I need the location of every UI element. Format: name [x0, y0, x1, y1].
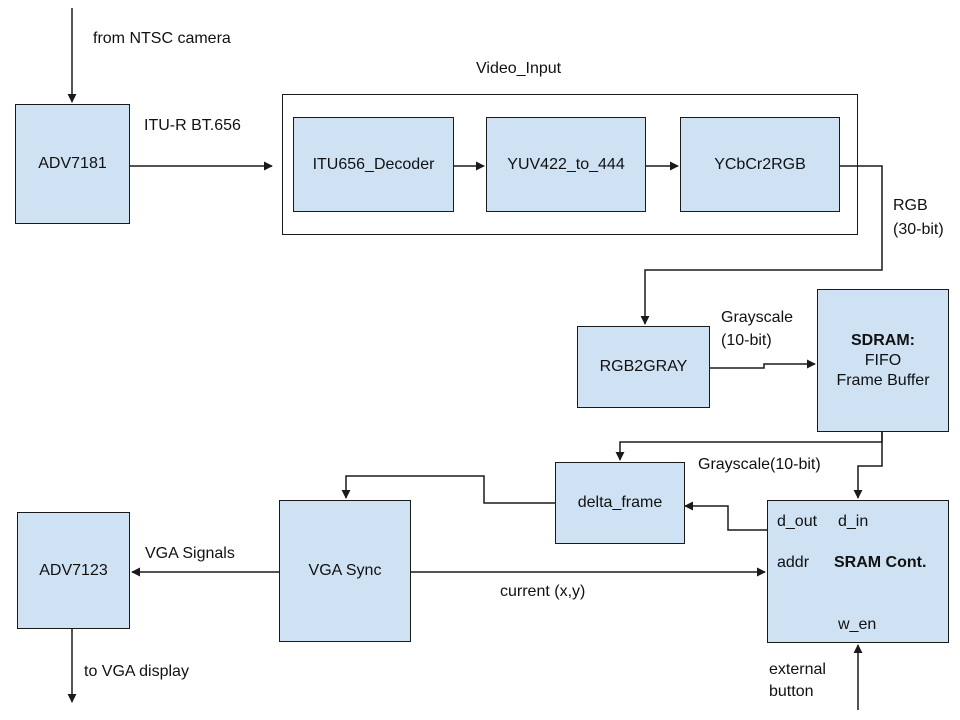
sram-addr-port: addr [777, 554, 810, 571]
sram-d-out-port: d_out [777, 513, 818, 530]
itu656-decoder-block: ITU656_Decoder [293, 117, 454, 212]
rgb2gray-block: RGB2GRAY [577, 326, 710, 408]
button-label: button [769, 683, 814, 700]
rgb2gray-to-sdram-arrow [710, 359, 816, 369]
sdram-to-sram-din-arrow [853, 432, 883, 499]
yuv422-to-444-block: YUV422_to_444 [486, 117, 646, 212]
grayscale-sdram-out-label: Grayscale(10-bit) [698, 456, 821, 473]
ycbcr2rgb-block: YCbCr2RGB [680, 117, 840, 212]
vga-sync-label: VGA Sync [308, 562, 382, 579]
rgb-label: RGB [893, 197, 928, 214]
delta-frame-label: delta_frame [577, 494, 663, 511]
ycbcr-to-rgb2gray-arrow [640, 165, 883, 325]
itu-r-label: ITU-R BT.656 [144, 117, 241, 134]
delta-frame-block: delta_frame [555, 462, 685, 544]
delta-frame-to-vga-sync-arrow [341, 475, 555, 504]
adv7123-block: ADV7123 [17, 512, 130, 629]
sram-d-in-port: d_in [838, 513, 869, 530]
rgb-bitwidth-label: (30-bit) [893, 221, 944, 238]
sdram-block: SDRAM: FIFO Frame Buffer [817, 289, 949, 432]
adv7181-block: ADV7181 [15, 104, 130, 224]
sdram-title: SDRAM: [851, 331, 915, 349]
yuv422-to-444-label: YUV422_to_444 [507, 155, 625, 173]
vga-signals-label: VGA Signals [145, 545, 235, 562]
sram-controller-block: d_out d_in addr SRAM Cont. w_en [767, 500, 949, 643]
to-vga-display-label: to VGA display [84, 663, 189, 680]
external-label: external [769, 661, 826, 678]
sdram-frame-buffer-label: Frame Buffer [836, 371, 930, 389]
adv7123-label: ADV7123 [39, 561, 108, 579]
vga-sync-block: VGA Sync [279, 500, 411, 642]
grayscale-bitwidth-label: (10-bit) [721, 332, 772, 349]
current-xy-label: current (x,y) [500, 583, 586, 600]
ycbcr2rgb-label: YCbCr2RGB [714, 155, 806, 173]
video-input-container [282, 94, 858, 235]
sram-w-en-port: w_en [838, 616, 877, 633]
rgb2gray-label: RGB2GRAY [599, 358, 688, 375]
adv7181-label: ADV7181 [38, 155, 107, 172]
sdram-fifo-label: FIFO [864, 351, 902, 369]
from-camera-label: from NTSC camera [93, 30, 231, 47]
grayscale-label: Grayscale [721, 309, 794, 326]
sram-dout-to-delta-frame-arrow [684, 501, 768, 531]
sram-title: SRAM Cont. [834, 554, 927, 571]
itu656-decoder-label: ITU656_Decoder [312, 155, 435, 173]
video-input-title: Video_Input [476, 60, 562, 77]
